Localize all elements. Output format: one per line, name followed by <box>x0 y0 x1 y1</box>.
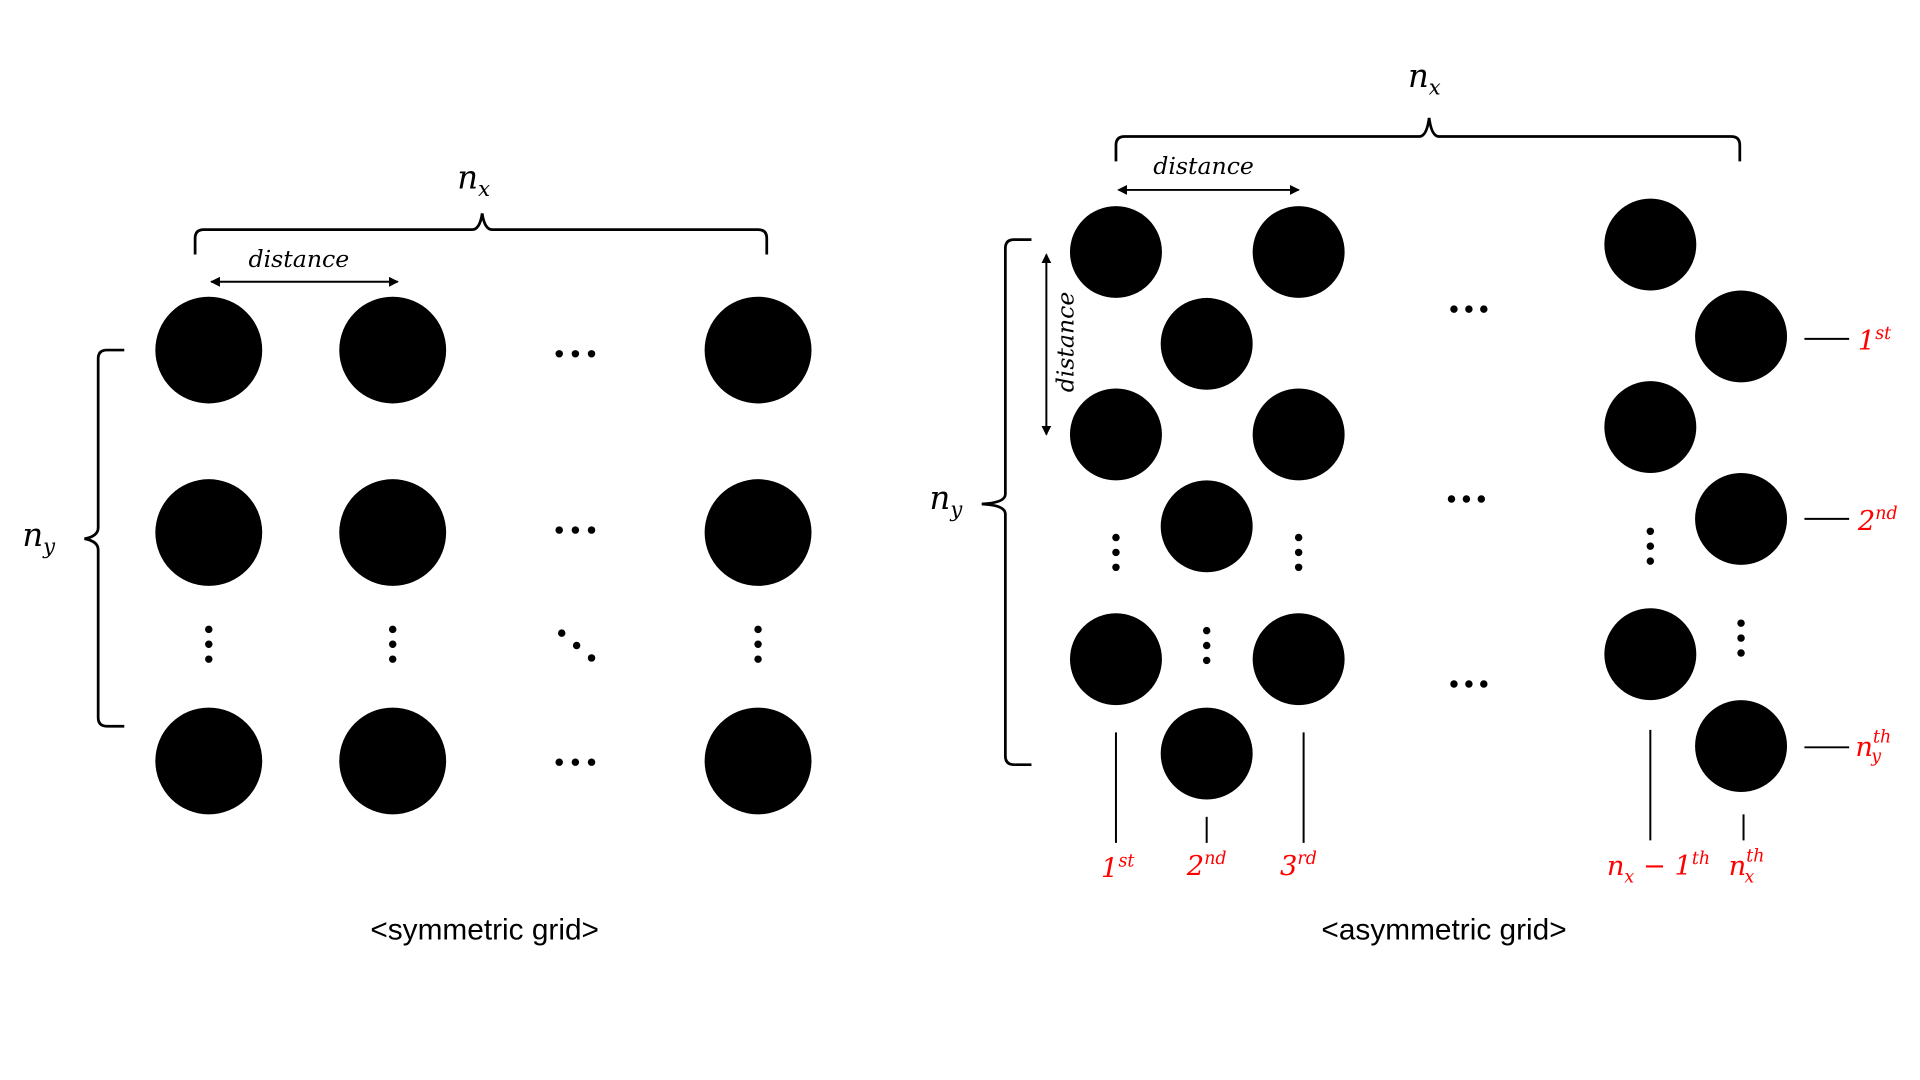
asym-nx-label: nx <box>1408 57 1441 99</box>
horizontal-ellipsis <box>555 758 596 766</box>
node <box>1069 613 1162 706</box>
asym-caption: <asymmetric grid> <box>1321 914 1566 947</box>
node <box>155 479 263 586</box>
horizontal-ellipsis <box>555 526 596 534</box>
vertical-ellipsis <box>205 625 213 663</box>
node <box>1604 608 1697 701</box>
node <box>339 707 447 815</box>
node <box>1252 613 1345 706</box>
node <box>155 296 263 404</box>
row-label-1: 1st <box>1858 324 1891 357</box>
col-label-3: 3rd <box>1280 849 1317 882</box>
row-label-2: 2nd <box>1857 504 1898 537</box>
symmetric-grid: nx distance ny <box>22 159 812 947</box>
asymmetric-grid: nx distance distance ny <box>930 57 1898 947</box>
node <box>1160 707 1253 800</box>
node <box>1160 480 1253 573</box>
node <box>1604 381 1697 473</box>
horizontal-ellipsis <box>1450 305 1488 313</box>
node <box>704 707 812 815</box>
vertical-ellipsis <box>1737 619 1745 657</box>
node <box>704 296 812 404</box>
node <box>1695 290 1788 383</box>
horizontal-ellipsis <box>1447 495 1486 503</box>
col-label-2: 2nd <box>1186 849 1227 882</box>
vertical-ellipsis <box>1646 527 1655 565</box>
sym-ellipses <box>205 350 762 766</box>
asym-ny-label: ny <box>930 479 964 521</box>
node <box>339 296 447 404</box>
node <box>1604 198 1697 291</box>
node <box>1252 206 1345 298</box>
node <box>704 479 812 586</box>
node <box>1695 700 1788 792</box>
col-label-nx-minus-1: nx − 1th <box>1607 849 1710 888</box>
vertical-ellipsis <box>1202 626 1211 665</box>
asym-distance-h-label: distance <box>1153 152 1254 180</box>
node <box>339 479 447 586</box>
node <box>1069 388 1162 481</box>
sym-nx-brace <box>193 213 769 255</box>
horizontal-ellipsis <box>555 350 596 358</box>
vertical-ellipsis <box>1112 533 1120 572</box>
node <box>1069 206 1162 298</box>
diagonal-ellipsis <box>557 629 596 662</box>
col-label-1: 1st <box>1101 851 1134 884</box>
asym-nx-brace <box>1114 117 1742 162</box>
sym-nx-label: nx <box>457 159 490 201</box>
node <box>1695 472 1788 565</box>
sym-nodes <box>155 296 812 815</box>
node <box>1252 388 1345 481</box>
vertical-ellipsis <box>1294 533 1303 572</box>
asym-nodes <box>1069 198 1788 800</box>
sym-ny-label: ny <box>22 516 56 558</box>
vertical-ellipsis <box>754 625 762 663</box>
asym-ny-brace <box>981 238 1032 767</box>
node <box>155 707 263 815</box>
vertical-ellipsis <box>388 625 397 663</box>
node <box>1160 297 1253 390</box>
horizontal-ellipsis <box>1450 680 1488 688</box>
sym-distance-label: distance <box>249 245 350 273</box>
asym-ellipses <box>1112 305 1745 688</box>
sym-caption: <symmetric grid> <box>370 914 599 947</box>
asym-distance-v-label: distance <box>1052 292 1080 393</box>
sym-ny-brace <box>84 348 125 728</box>
